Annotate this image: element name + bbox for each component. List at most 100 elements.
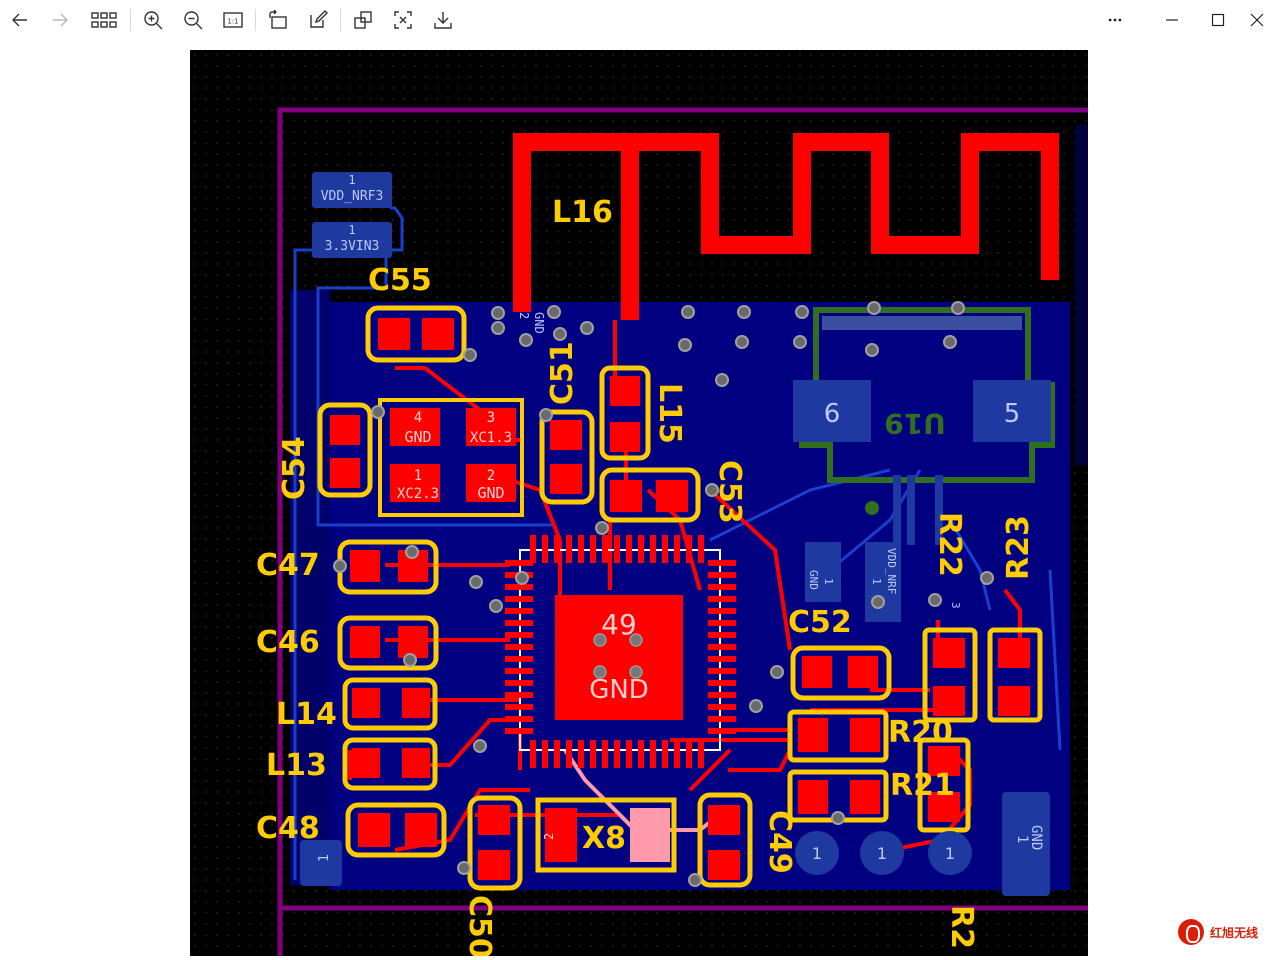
label-r22: R22 [932, 512, 967, 577]
back-button[interactable] [0, 0, 40, 40]
vddnrf-small-num: 1 [870, 578, 883, 585]
label-c50: C50 [462, 895, 497, 956]
vdd-nrf3-pad[interactable] [312, 172, 392, 208]
small-gnd-num: 1 [822, 578, 835, 585]
minimize-button[interactable] [1149, 0, 1195, 40]
label-r2: R2 [944, 905, 979, 949]
board-outline [277, 107, 1088, 956]
toolbar-separator [130, 9, 131, 31]
gnd-via-num: 2 [517, 312, 531, 319]
gnd-right-num: 1 [1014, 835, 1030, 843]
th-pad-1: 1 [812, 844, 822, 863]
v33-pad[interactable] [312, 222, 392, 258]
fit-icon [394, 11, 412, 29]
crystal-outline [378, 398, 524, 517]
small-gnd-label: GND [807, 570, 820, 590]
label-c47: C47 [256, 548, 320, 583]
vddnrf-small-pad [865, 542, 901, 622]
fit-button[interactable] [383, 0, 423, 40]
more-button[interactable] [1092, 0, 1138, 40]
edge-connector [1075, 125, 1088, 465]
label-c46: C46 [256, 625, 320, 660]
toolbar: 1:1 [0, 0, 1280, 40]
ic-center-pad-net: GND [589, 675, 649, 705]
label-c49: C49 [762, 810, 797, 874]
label-r20: R20 [888, 715, 953, 750]
toolbar-separator [255, 9, 256, 31]
crystal-p4-net: GND [404, 428, 431, 446]
label-c52: C52 [788, 605, 852, 640]
bottom-left-pad-num: 1 [317, 854, 332, 862]
ic-pins [505, 535, 736, 768]
u19-pad-6[interactable] [793, 380, 871, 442]
rotate-button[interactable] [258, 0, 298, 40]
crystal-p3-net: XC1.3 [470, 430, 512, 446]
actual-size-label: 1:1 [227, 18, 238, 26]
actual-size-button[interactable]: 1:1 [213, 0, 253, 40]
v33-pad-num: 1 [348, 223, 355, 237]
u19-leads [893, 475, 943, 545]
th-pad-2: 1 [877, 844, 887, 863]
forward-button[interactable] [40, 0, 80, 40]
gnd-right-pad [1002, 792, 1050, 896]
maximize-button[interactable] [1195, 0, 1241, 40]
u19-keepout-strip [822, 316, 1022, 330]
crystal-p2-net: GND [477, 484, 504, 502]
label-l14: L14 [276, 697, 337, 732]
save-button[interactable] [423, 0, 463, 40]
label-l13: L13 [266, 748, 327, 783]
close-button[interactable] [1234, 0, 1280, 40]
download-icon [434, 12, 452, 29]
gnd-right-label: GND [1028, 825, 1044, 850]
label-l15: L15 [652, 383, 687, 444]
antenna-trace [513, 133, 1059, 320]
arrow-left-icon [12, 13, 27, 27]
pcb-image[interactable]: L16 1 VDD_NRF3 1 3.3VIN3 [190, 50, 1088, 956]
crystal-p4-num: 4 [414, 410, 422, 426]
label-c48: C48 [256, 811, 320, 846]
brand-text: 红旭无线 [1210, 925, 1259, 940]
small-3-label: 3 [949, 602, 962, 609]
crystal-pads [390, 408, 516, 502]
maximize-icon [1211, 13, 1225, 27]
v33-pad-label: 3.3VIN3 [325, 239, 380, 254]
crop-icon [354, 11, 372, 29]
u19-pad-6-num: 6 [824, 399, 841, 429]
zoom-out-button[interactable] [173, 0, 213, 40]
label-c51: C51 [545, 341, 580, 405]
silk-outlines [317, 305, 1043, 891]
zoom-out-icon [184, 11, 203, 30]
x8-pad-num: 2 [542, 833, 556, 840]
bottom-left-pad [300, 840, 342, 886]
actual-size-icon: 1:1 [223, 12, 243, 28]
zoom-in-button[interactable] [133, 0, 173, 40]
ic-center-pad[interactable] [555, 595, 683, 720]
small-gnd-pad [805, 542, 841, 602]
ic-center-pad-num: 49 [601, 608, 637, 641]
crystal-p2-num: 2 [487, 468, 495, 484]
close-icon [1250, 13, 1264, 27]
crystal-p1-net: XC2.3 [397, 486, 439, 502]
crystal-x8-pad [630, 808, 670, 862]
vddnrf-small-label: VDD_NRF [885, 548, 898, 594]
crystal-p1-num: 1 [414, 468, 422, 484]
crystal-p3-num: 3 [487, 410, 495, 426]
crop-button[interactable] [343, 0, 383, 40]
through-holes [795, 831, 972, 875]
edit-icon [310, 10, 328, 28]
label-c55: C55 [368, 263, 432, 298]
u19-pad-5[interactable] [973, 380, 1051, 442]
label-r21: R21 [890, 768, 955, 803]
minimize-icon [1166, 19, 1178, 21]
thumbnails-button[interactable] [80, 0, 128, 40]
toolbar-separator [340, 9, 341, 31]
brand-logo-icon [1178, 919, 1204, 945]
edit-button[interactable] [298, 0, 338, 40]
u19-label: U19 [884, 407, 946, 440]
th-pad-3: 1 [945, 844, 955, 863]
u19-pad-5-num: 5 [1004, 399, 1021, 429]
u19-pin1-marker [865, 501, 879, 515]
zoom-in-icon [144, 11, 163, 30]
ic-vias [593, 633, 643, 679]
label-x8: X8 [582, 821, 626, 856]
